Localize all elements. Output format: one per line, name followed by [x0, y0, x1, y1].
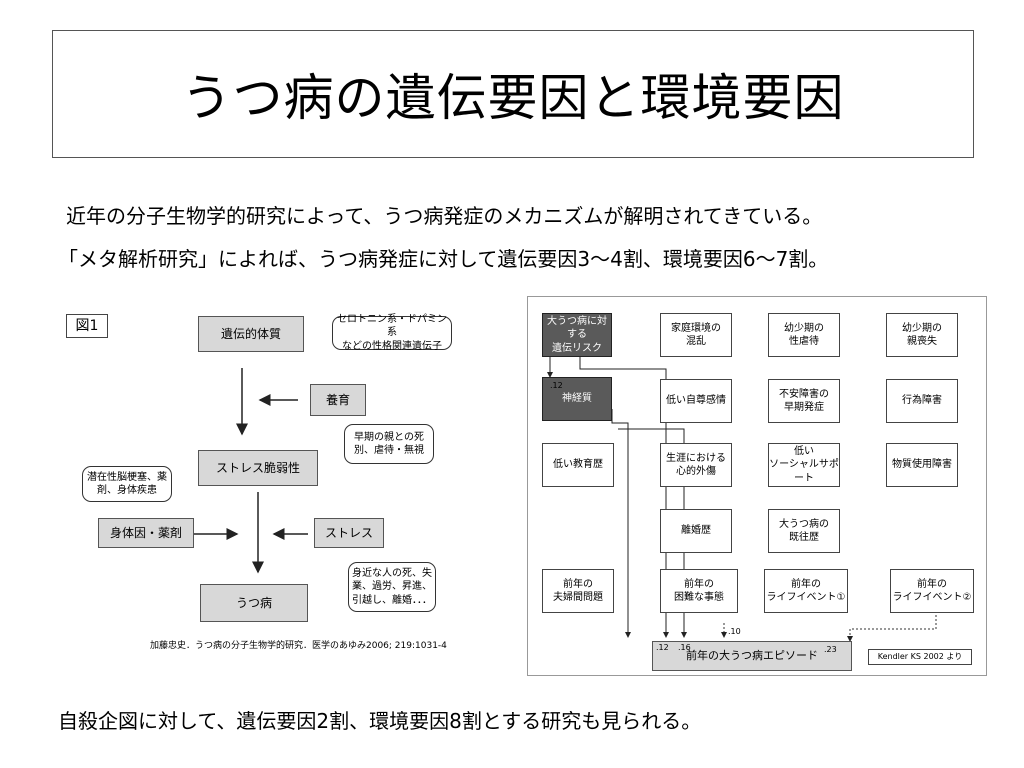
- box-difficult-events: 前年の 困難な事態: [660, 569, 738, 613]
- box-lifetime-trauma: 生涯における 心的外傷: [660, 443, 732, 487]
- left-diagram-arrows: [192, 368, 308, 574]
- coef-3: .16: [678, 643, 691, 652]
- node-stress: ストレス: [314, 518, 384, 548]
- intro-line-2: 「メタ解析研究」によれば、うつ病発症に対して遺伝要因3～4割、環境要因6～7割。: [58, 247, 829, 271]
- bubble-life-events: 身近な人の死、失 業、過労、昇進、 引越し、離婚．．．: [348, 562, 436, 612]
- box-family-disorder: 家庭環境の 混乱: [660, 313, 732, 357]
- box-episode: 前年の大うつ病エピソード: [652, 641, 852, 671]
- box-past-depression: 大うつ病の 既往歴: [768, 509, 840, 553]
- title-box: うつ病の遺伝要因と環境要因: [52, 30, 974, 158]
- node-physical: 身体因・薬剤: [98, 518, 194, 548]
- coef-4: .10: [728, 627, 741, 636]
- box-parental-loss: 幼少期の 親喪失: [886, 313, 958, 357]
- source-label: Kendler KS 2002 より: [868, 649, 972, 665]
- bubble-latent-brain: 潜在性脳梗塞、薬 剤、身体疾患: [82, 466, 172, 502]
- coef-5: .23: [824, 645, 837, 654]
- box-substance-use: 物質使用障害: [886, 443, 958, 487]
- box-anxiety-disorder: 不安障害の 早期発症: [768, 379, 840, 423]
- box-low-self-esteem: 低い自尊感情: [660, 379, 732, 423]
- node-vulnerability: ストレス脆弱性: [198, 450, 318, 486]
- box-marital-problems: 前年の 夫婦間問題: [542, 569, 614, 613]
- slide-title: うつ病の遺伝要因と環境要因: [181, 69, 845, 127]
- left-diagram: 図1 遺伝的体質 ストレス脆弱性 身体因・薬剤 うつ病 養育 ストレス セロトニ…: [52, 296, 466, 664]
- coef-1: .12: [550, 381, 563, 390]
- node-depression: うつ病: [200, 584, 308, 622]
- footer-line: 自殺企図に対して、遺伝要因2割、環境要因8割とする研究も見られる。: [58, 709, 702, 733]
- bubble-early-loss: 早期の親との死 別、虐待・無視: [344, 424, 434, 464]
- box-low-social-support: 低い ソーシャルサポート: [768, 443, 840, 487]
- box-neuroticism: 神経質: [542, 377, 612, 421]
- box-conduct-disorder: 行為障害: [886, 379, 958, 423]
- citation: 加藤忠史．うつ病の分子生物学的研究．医学のあゆみ2006; 219:1031-4: [150, 641, 447, 651]
- right-diagram: 大うつ病に対する 遺伝リスク 神経質 家庭環境の 混乱 幼少期の 性虐待 幼少期…: [527, 296, 987, 676]
- box-major-risk: 大うつ病に対する 遺伝リスク: [542, 313, 612, 357]
- right-diagram-paths: [547, 355, 937, 642]
- box-childhood-abuse: 幼少期の 性虐待: [768, 313, 840, 357]
- figure-label: 図1: [66, 314, 108, 338]
- bubble-serotonin: セロトニン系・ドパミン系 などの性格関連遺伝子: [332, 314, 452, 352]
- intro-line-1: 近年の分子生物学的研究によって、うつ病発症のメカニズムが解明されてきている。: [66, 204, 823, 228]
- box-low-education: 低い教育歴: [542, 443, 614, 487]
- box-life-event-1: 前年の ライフイベント①: [764, 569, 848, 613]
- box-divorce-history: 離婚歴: [660, 509, 732, 553]
- box-life-event-2: 前年の ライフイベント②: [890, 569, 974, 613]
- coef-2: .12: [656, 643, 669, 652]
- node-genetic: 遺伝的体質: [198, 316, 304, 352]
- node-upbringing: 養育: [310, 384, 366, 416]
